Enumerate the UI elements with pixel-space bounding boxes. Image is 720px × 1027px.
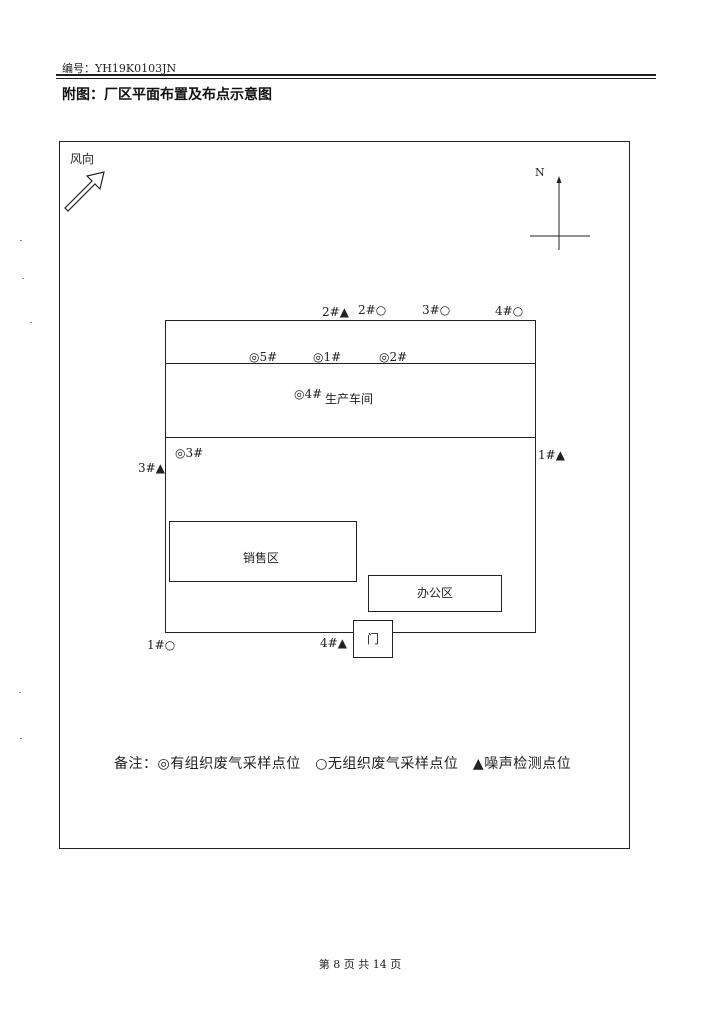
sales-area	[169, 521, 357, 582]
page-number: 第 8 页 共 14 页	[318, 958, 402, 971]
scan-speck	[19, 692, 21, 693]
noise-point-1: 1#▲	[538, 448, 565, 462]
unorganized-point-4: 4#○	[495, 304, 524, 318]
office-label: 办公区	[417, 586, 454, 600]
organized-point-2: ◎2#	[379, 350, 408, 364]
gate-label: 门	[367, 632, 380, 646]
wind-direction-label: 风向	[70, 152, 95, 166]
workshop-area	[165, 363, 536, 438]
scan-speck	[30, 322, 32, 323]
page-title: 附图：厂区平面布置及布点示意图	[62, 87, 272, 103]
organized-point-3: ◎3#	[175, 446, 204, 460]
organized-point-4: ◎4#	[294, 387, 323, 401]
site-plan-frame	[59, 141, 630, 849]
organized-point-5: ◎5#	[249, 350, 278, 364]
document-number: 编号：YH19K0103JN	[62, 62, 177, 75]
factory-boundary	[165, 320, 536, 633]
north-arrow-icon	[530, 176, 590, 250]
map-legend: 备注：◎有组织废气采样点位 ○无组织废气采样点位 ▲噪声检测点位	[114, 756, 572, 772]
organized-point-1: ◎1#	[313, 350, 342, 364]
unorganized-point-1: 1#○	[147, 638, 176, 652]
gate	[353, 620, 393, 658]
header-rule-thin	[56, 78, 656, 79]
north-label: N	[535, 166, 545, 179]
unorganized-point-3: 3#○	[422, 303, 451, 317]
noise-point-3: 3#▲	[138, 461, 165, 475]
noise-point-2: 2#▲	[322, 305, 349, 319]
scan-speck	[22, 278, 24, 279]
noise-point-4: 4#▲	[320, 636, 347, 650]
sales-label: 销售区	[243, 551, 280, 565]
office-area	[368, 575, 502, 612]
header-rule-thick	[56, 74, 656, 76]
wind-arrow-icon	[64, 171, 105, 212]
unorganized-point-2: 2#○	[358, 303, 387, 317]
workshop-label: 生产车间	[325, 392, 374, 406]
scan-speck	[20, 738, 22, 739]
scan-speck	[20, 240, 22, 241]
